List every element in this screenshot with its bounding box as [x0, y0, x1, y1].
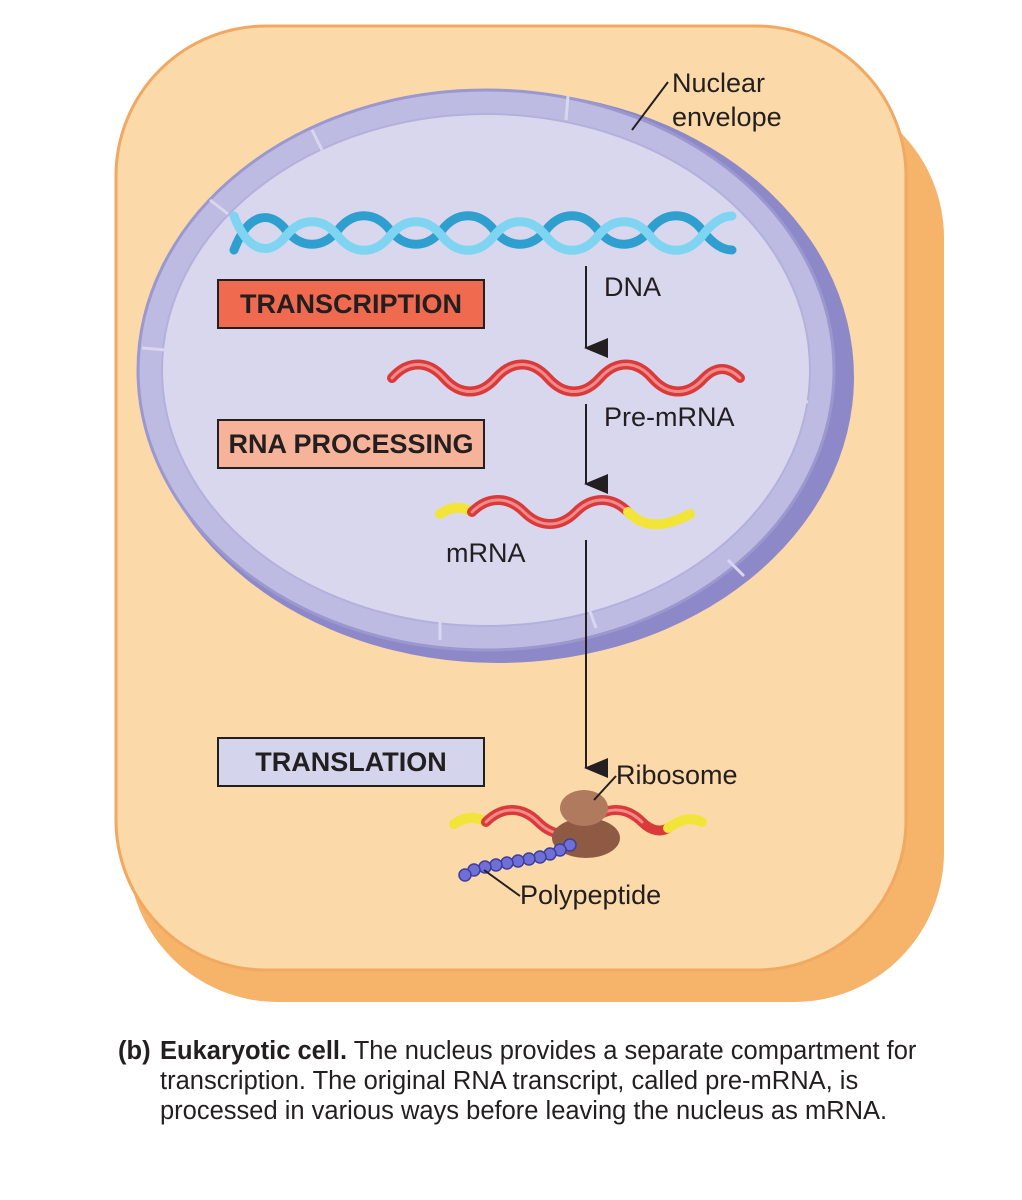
ribosome-label: Ribosome: [616, 760, 738, 790]
rna-processing-label: RNA PROCESSING: [228, 429, 473, 459]
ribosome-leader: [593, 775, 617, 801]
pre-mrna-ribbon: [387, 359, 745, 397]
leader-lines: [483, 81, 669, 897]
translation-label: TRANSLATION: [255, 747, 446, 777]
rna-processing-box: [217, 419, 485, 469]
translation-box: [217, 737, 485, 787]
step-rna-processing: RNA PROCESSING: [217, 419, 485, 469]
transcription-box: [217, 279, 485, 329]
transcription-label: TRANSCRIPTION: [240, 289, 462, 319]
translation-complex: [449, 790, 707, 882]
caption-tag: (b): [118, 1037, 151, 1065]
caption-text: The nucleus provides a separate compartm…: [160, 1037, 917, 1125]
nuclear-envelope-leader: [631, 81, 669, 131]
polypeptide-leader: [483, 869, 521, 897]
nuclear-envelope-label-line2: envelope: [672, 102, 782, 132]
pre-mrna-label: Pre-mRNA: [604, 402, 735, 432]
step-translation: TRANSLATION: [217, 737, 485, 787]
mrna-ribbon: [435, 495, 695, 530]
polypeptide-chain: [458, 838, 577, 882]
nuclear-pores: [141, 95, 809, 640]
nuclear-envelope-label-line1: Nuclear: [672, 68, 765, 98]
dna-helix: [229, 211, 737, 255]
step-transcription: TRANSCRIPTION: [217, 279, 485, 329]
figure-caption: (b) Eukaryotic cell. The nucleus provide…: [118, 1036, 978, 1126]
mrna-label: mRNA: [446, 538, 526, 568]
caption-body: Eukaryotic cell. The nucleus provides a …: [160, 1036, 978, 1126]
polypeptide-label: Polypeptide: [520, 880, 661, 910]
dna-label: DNA: [604, 272, 661, 302]
caption-heading: Eukaryotic cell.: [160, 1037, 348, 1065]
